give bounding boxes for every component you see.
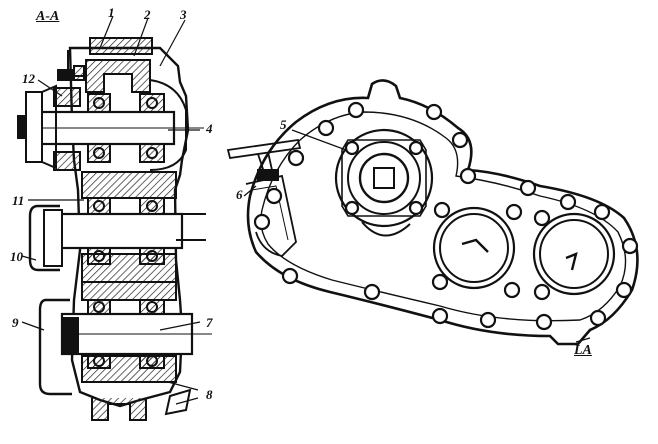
bolt-heads	[253, 101, 639, 331]
callout-12: 12	[22, 71, 35, 86]
callout-6: 6	[236, 187, 243, 202]
callout-11: 11	[12, 193, 25, 208]
callout-3: 3	[180, 7, 187, 22]
callout-5: 5	[280, 117, 287, 132]
cover-view	[226, 79, 639, 346]
leader-lines-right	[243, 129, 591, 343]
callout-7: 7	[206, 315, 213, 330]
callout-4: 4	[206, 121, 213, 136]
callout-8: 8	[206, 387, 213, 402]
section-view	[17, 37, 212, 421]
section-label: А-А	[36, 9, 60, 24]
view-label: LА	[574, 343, 592, 358]
callout-2: 2	[144, 7, 151, 22]
callout-1: 1	[108, 5, 115, 20]
callout-9: 9	[12, 315, 19, 330]
callout-10: 10	[10, 249, 23, 264]
leader-lines-left	[21, 15, 201, 405]
